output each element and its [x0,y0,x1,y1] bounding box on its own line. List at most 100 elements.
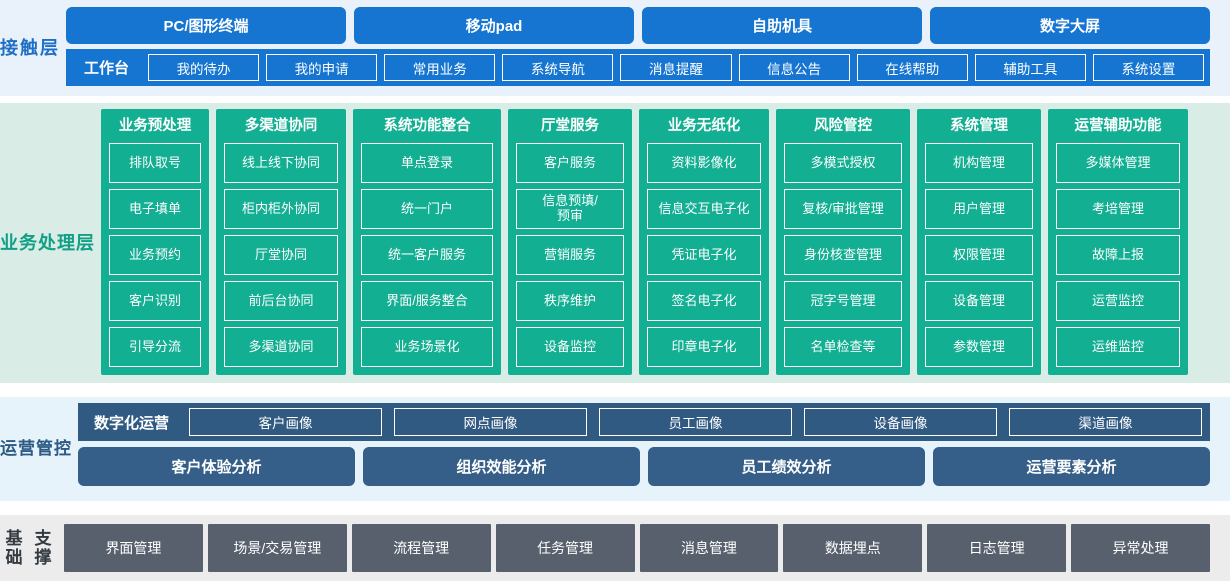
base-item-5[interactable]: 消息管理 [639,524,779,572]
business-item-1-4[interactable]: 客户识别 [109,281,201,321]
base-item-1[interactable]: 界面管理 [64,524,203,572]
portrait-chip-2[interactable]: 网点画像 [394,408,588,436]
business-item-5-4[interactable]: 签名电子化 [647,281,761,321]
business-item-label: 运营监控 [1091,292,1144,308]
business-item-2-5[interactable]: 多渠道协同 [224,327,338,367]
business-item-6-5[interactable]: 名单检查等 [784,327,902,367]
workbench-bar: 工作台 我的待办我的申请常用业务系统导航消息提醒信息公告在线帮助辅助工具系统设置 [66,49,1210,86]
portrait-chip-1[interactable]: 客户画像 [189,408,383,436]
analysis-box-1[interactable]: 客户体验分析 [78,447,355,486]
workbench-item-7[interactable]: 在线帮助 [856,54,968,81]
business-item-label: 厅堂协同 [254,246,307,262]
business-item-3-2[interactable]: 统一门户 [361,189,493,229]
workbench-item-9[interactable]: 系统设置 [1092,54,1204,81]
portrait-chip-label: 渠道画像 [1078,416,1133,431]
analysis-box-4[interactable]: 运营要素分析 [933,447,1210,486]
business-item-8-5[interactable]: 运维监控 [1056,327,1180,367]
business-item-8-1[interactable]: 多媒体管理 [1056,143,1180,183]
base-item-label: 任务管理 [537,540,594,556]
channel-box-4[interactable]: 数字大屏 [930,7,1210,44]
business-item-1-2[interactable]: 电子填单 [109,189,201,229]
business-item-8-3[interactable]: 故障上报 [1056,235,1180,275]
business-item-5-1[interactable]: 资料影像化 [647,143,761,183]
base-item-label: 消息管理 [680,540,737,556]
channel-box-1[interactable]: PC/图形终端 [66,7,346,44]
base-item-6[interactable]: 数据埋点 [783,524,923,572]
portrait-chip-5[interactable]: 渠道画像 [1009,408,1203,436]
workbench-item-5[interactable]: 消息提醒 [620,54,732,81]
base-item-2[interactable]: 场景/交易管理 [207,524,347,572]
analysis-box-3[interactable]: 员工绩效分析 [648,447,925,486]
workbench-item-label: 消息提醒 [649,61,703,77]
workbench-item-2[interactable]: 我的申请 [266,54,378,81]
business-item-1-1[interactable]: 排队取号 [109,143,201,183]
business-item-3-5[interactable]: 业务场景化 [361,327,493,367]
business-item-6-2[interactable]: 复核/审批管理 [784,189,902,229]
base-item-7[interactable]: 日志管理 [927,524,1067,572]
business-item-label: 电子填单 [128,200,181,216]
business-item-4-3[interactable]: 营销服务 [516,235,624,275]
workbench-item-6[interactable]: 信息公告 [738,54,850,81]
business-item-6-1[interactable]: 多模式授权 [784,143,902,183]
analysis-box-2[interactable]: 组织效能分析 [363,447,640,486]
band-gap-3 [0,501,1230,515]
business-item-7-4[interactable]: 设备管理 [925,281,1033,321]
business-item-7-5[interactable]: 参数管理 [925,327,1033,367]
business-item-6-3[interactable]: 身份核查管理 [784,235,902,275]
channel-box-3[interactable]: 自助机具 [642,7,922,44]
business-item-label: 业务预约 [128,246,181,262]
business-item-7-3[interactable]: 权限管理 [925,235,1033,275]
base-item-3[interactable]: 流程管理 [351,524,491,572]
business-item-3-4[interactable]: 界面/服务整合 [361,281,493,321]
business-item-label: 身份核查管理 [803,246,882,262]
business-item-6-4[interactable]: 冠字号管理 [784,281,902,321]
business-item-label: 客户识别 [128,292,181,308]
analysis-box-label: 员工绩效分析 [741,459,832,476]
business-item-5-5[interactable]: 印章电子化 [647,327,761,367]
workbench-item-8[interactable]: 辅助工具 [974,54,1086,81]
workbench-item-label: 信息公告 [767,61,822,77]
business-item-4-1[interactable]: 客户服务 [516,143,624,183]
business-item-4-4[interactable]: 秩序维护 [516,281,624,321]
business-item-label: 凭证电子化 [671,246,737,262]
business-item-7-2[interactable]: 用户管理 [925,189,1033,229]
business-item-label: 柜内柜外协同 [241,200,320,216]
business-column-4: 厅堂服务客户服务信息预填/ 预审营销服务秩序维护设备监控 [508,109,632,375]
business-item-2-2[interactable]: 柜内柜外协同 [224,189,338,229]
business-item-2-1[interactable]: 线上线下协同 [224,143,338,183]
business-item-label: 设备管理 [952,292,1005,308]
portrait-chip-label: 客户画像 [258,416,313,431]
business-item-4-5[interactable]: 设备监控 [516,327,624,367]
business-item-1-5[interactable]: 引导分流 [109,327,201,367]
business-column-title: 系统功能整合 [383,118,471,134]
business-item-2-3[interactable]: 厅堂协同 [224,235,338,275]
channel-box-2[interactable]: 移动pad [354,7,634,44]
business-item-label: 引导分流 [128,338,181,354]
portrait-chip-4[interactable]: 设备画像 [804,408,998,436]
business-item-2-4[interactable]: 前后台协同 [224,281,338,321]
business-item-8-4[interactable]: 运营监控 [1056,281,1180,321]
business-item-4-2[interactable]: 信息预填/ 预审 [516,189,624,229]
label-char: 业 [0,232,19,253]
business-item-3-3[interactable]: 统一客户服务 [361,235,493,275]
business-item-5-3[interactable]: 凭证电子化 [647,235,761,275]
business-item-label: 统一客户服务 [387,246,466,262]
layer-base-label: 基础支撑 [0,515,58,581]
workbench-item-1[interactable]: 我的待办 [148,54,260,81]
business-item-3-1[interactable]: 单点登录 [361,143,493,183]
workbench-item-4[interactable]: 系统导航 [502,54,614,81]
business-item-8-2[interactable]: 考培管理 [1056,189,1180,229]
business-item-1-3[interactable]: 业务预约 [109,235,201,275]
workbench-item-3[interactable]: 常用业务 [384,54,496,81]
layer-business: 业务处理层 业务预处理排队取号电子填单业务预约客户识别引导分流多渠道协同线上线下… [0,103,1230,383]
base-item-4[interactable]: 任务管理 [495,524,635,572]
base-item-8[interactable]: 异常处理 [1071,524,1210,572]
portrait-chip-3[interactable]: 员工画像 [599,408,793,436]
label-char: 支撑 [34,528,53,567]
business-column-1: 业务预处理排队取号电子填单业务预约客户识别引导分流 [101,109,209,375]
business-item-5-2[interactable]: 信息交互电子化 [647,189,761,229]
business-item-7-1[interactable]: 机构管理 [925,143,1033,183]
business-item-label: 多媒体管理 [1085,154,1151,170]
